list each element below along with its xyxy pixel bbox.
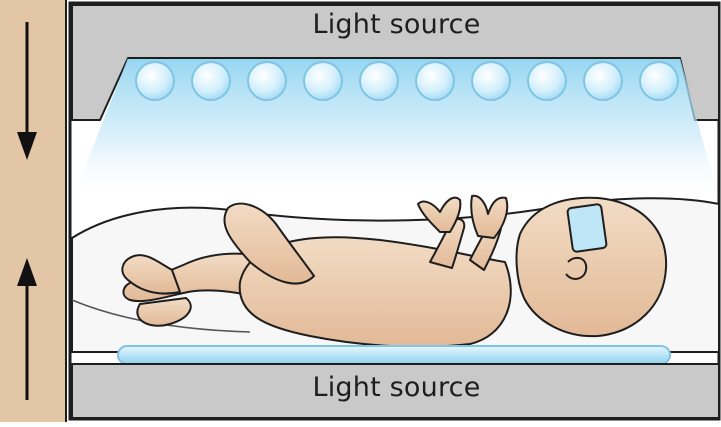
light-bulb <box>248 62 286 100</box>
light-bulb <box>192 62 230 100</box>
light-bulb <box>136 62 174 100</box>
side-panel <box>0 0 66 422</box>
light-bulb <box>416 62 454 100</box>
light-bulb <box>360 62 398 100</box>
light-bulb <box>640 62 678 100</box>
light-bulb <box>472 62 510 100</box>
eye-shield <box>567 204 607 252</box>
bottom-light-tube <box>118 346 670 364</box>
bottom-light-source-label: Light source <box>72 372 721 403</box>
light-bulb <box>304 62 342 100</box>
light-bulb <box>584 62 622 100</box>
top-light-source-label: Light source <box>72 9 721 40</box>
light-bulb <box>528 62 566 100</box>
